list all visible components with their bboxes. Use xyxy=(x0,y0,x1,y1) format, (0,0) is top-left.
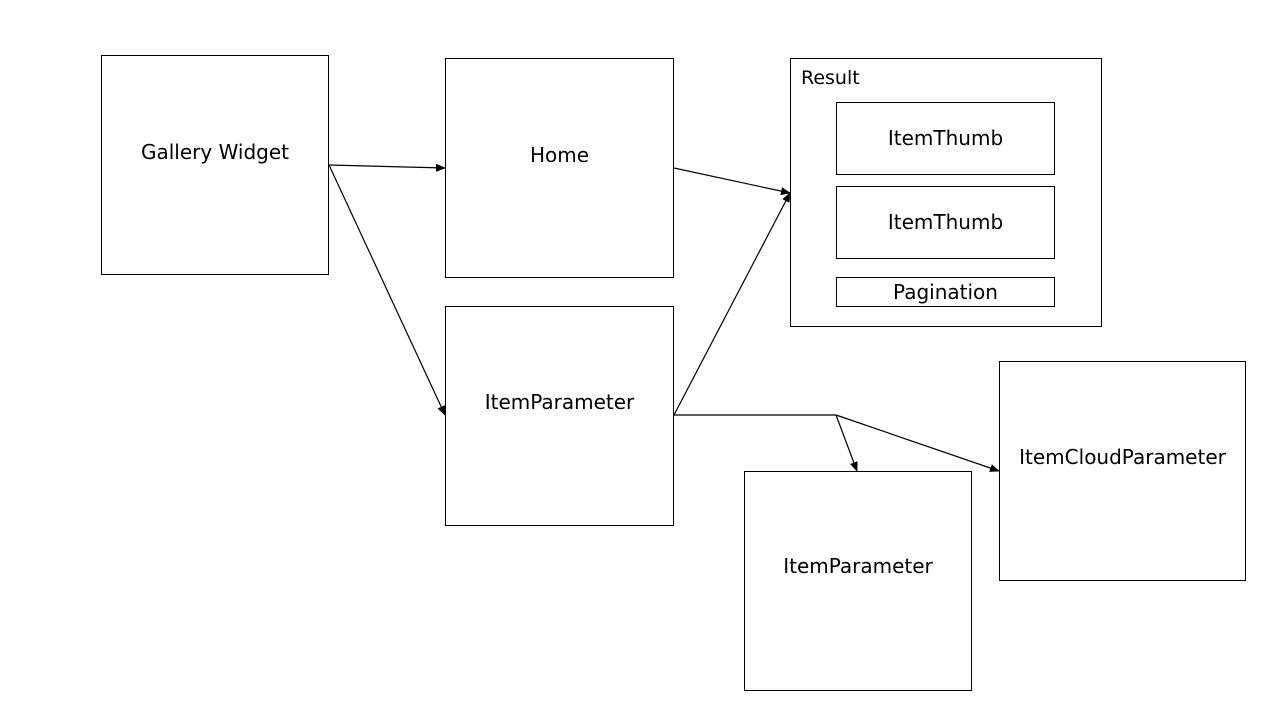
pagination-box[interactable]: Pagination xyxy=(836,277,1055,307)
edge-itemparameter-to-result xyxy=(673,192,791,416)
pagination-label: Pagination xyxy=(893,280,998,304)
edge-gallery-to-home xyxy=(328,163,446,172)
home-label: Home xyxy=(529,143,590,167)
item-cloud-parameter-label: ItemCloudParameter xyxy=(1019,445,1226,469)
item-thumb-label-1: ItemThumb xyxy=(887,126,1004,150)
edge-home-to-result xyxy=(673,167,791,196)
gallery-widget-label: Gallery Widget xyxy=(140,140,290,164)
edge-gallery-to-itemparameter xyxy=(328,164,446,416)
item-cloud-parameter-box[interactable]: ItemCloudParameter xyxy=(999,361,1246,581)
gallery-widget-box[interactable]: Gallery Widget xyxy=(101,55,329,275)
item-parameter-box[interactable]: ItemParameter xyxy=(445,306,674,526)
item-thumb-box-1[interactable]: ItemThumb xyxy=(836,102,1055,175)
edge-itemparameter-to-cloud xyxy=(835,414,1000,472)
item-parameter-child-label: ItemParameter xyxy=(783,554,933,578)
item-thumb-box-2[interactable]: ItemThumb xyxy=(836,186,1055,259)
result-label: Result xyxy=(801,67,860,89)
item-parameter-child-box[interactable]: ItemParameter xyxy=(744,471,972,691)
item-parameter-label: ItemParameter xyxy=(484,390,635,414)
home-box[interactable]: Home xyxy=(445,58,674,278)
edge-itemparameter-to-child xyxy=(835,414,858,472)
item-thumb-label-2: ItemThumb xyxy=(887,210,1004,234)
